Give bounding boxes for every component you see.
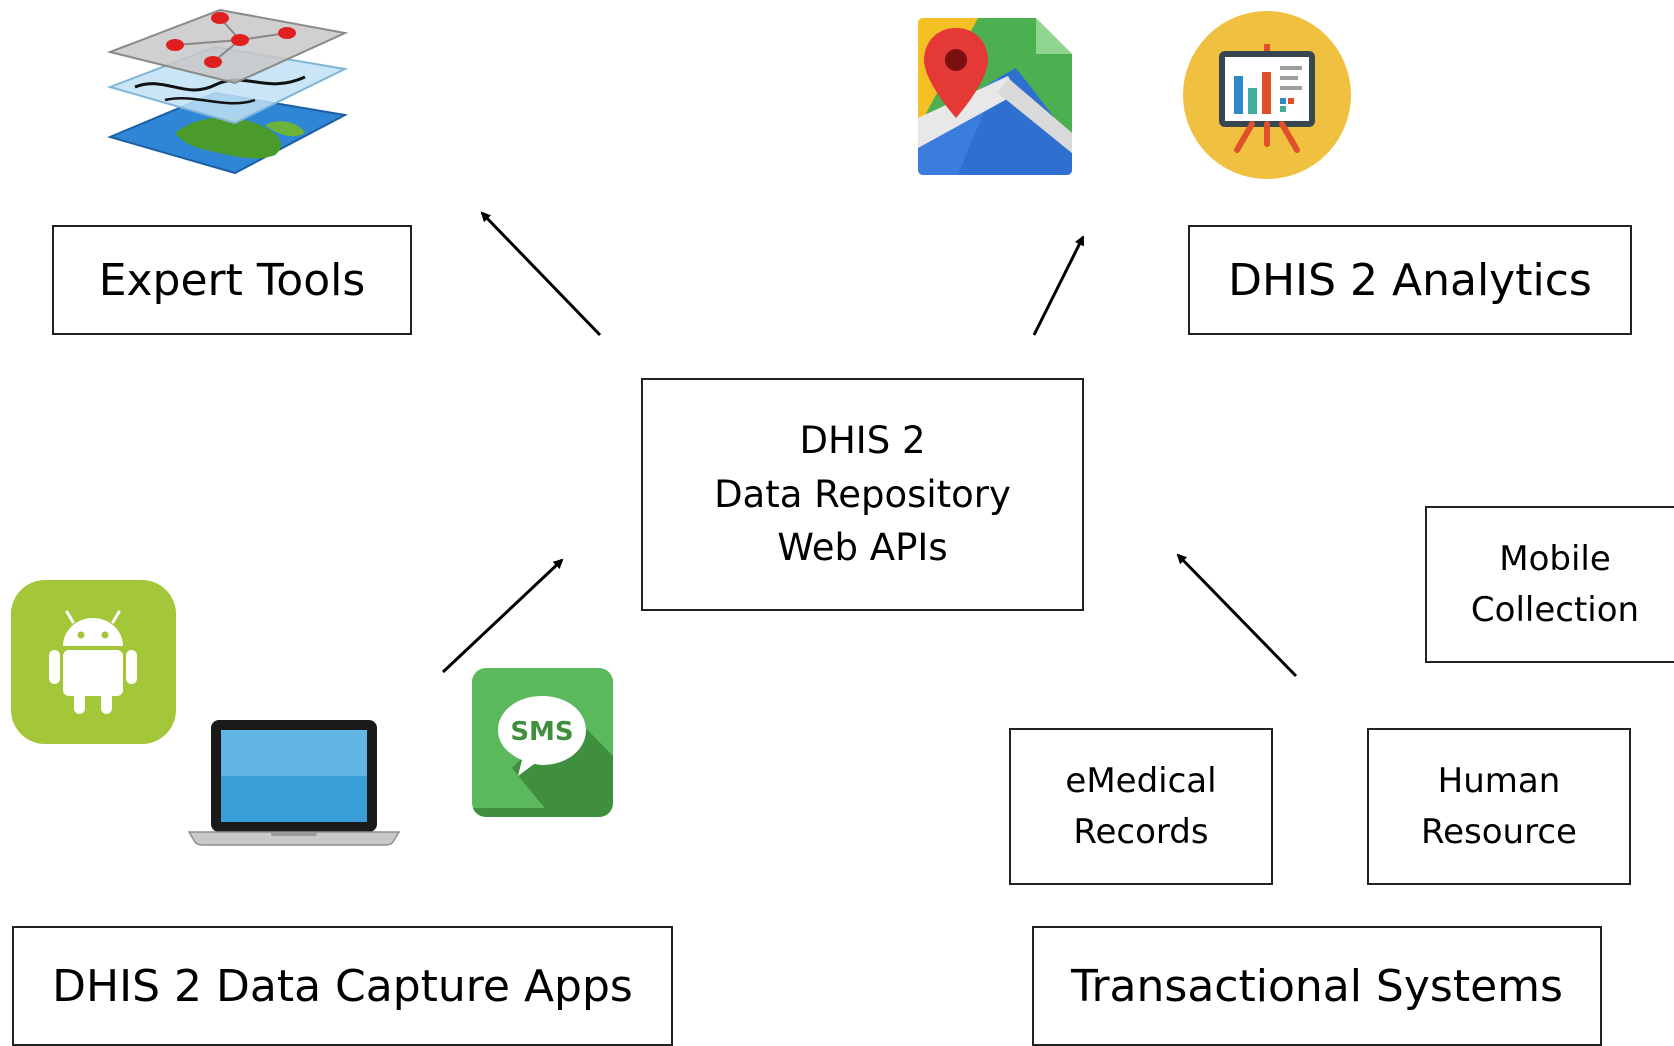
sms-icon: SMS xyxy=(472,668,613,817)
transactional-systems-label: Transactional Systems xyxy=(1071,960,1563,1012)
emedical-records-box: eMedical Records xyxy=(1009,728,1273,885)
sms-icon-text: SMS xyxy=(510,717,573,747)
expert-tools-label: Expert Tools xyxy=(98,254,366,306)
presentation-chart-icon xyxy=(1183,11,1351,179)
android-icon xyxy=(11,580,176,744)
human-resource-label: Human Resource xyxy=(1421,760,1577,852)
core-repository-box: DHIS 2 Data Repository Web APIs xyxy=(641,378,1084,611)
mobile-collection-box: Mobile Collection xyxy=(1425,506,1674,663)
laptop-icon xyxy=(187,720,401,846)
arrow-to-expert-tools xyxy=(480,211,602,337)
data-capture-apps-box: DHIS 2 Data Capture Apps xyxy=(12,926,673,1046)
arrow-to-analytics xyxy=(1032,235,1085,336)
mobile-collection-label: Mobile Collection xyxy=(1470,538,1640,630)
transactional-systems-box: Transactional Systems xyxy=(1032,926,1602,1046)
expert-tools-box: Expert Tools xyxy=(52,225,412,335)
core-repository-label: DHIS 2 Data Repository Web APIs xyxy=(714,419,1011,570)
human-resource-box: Human Resource xyxy=(1367,728,1631,885)
data-capture-apps-label: DHIS 2 Data Capture Apps xyxy=(52,960,633,1012)
google-maps-icon xyxy=(918,18,1072,175)
arrow-from-data-capture xyxy=(441,558,564,674)
analytics-label: DHIS 2 Analytics xyxy=(1228,254,1592,306)
map-layers-icon xyxy=(106,8,349,175)
emedical-records-label: eMedical Records xyxy=(1065,760,1217,852)
analytics-box: DHIS 2 Analytics xyxy=(1188,225,1632,335)
arrow-from-transactional xyxy=(1176,553,1298,678)
